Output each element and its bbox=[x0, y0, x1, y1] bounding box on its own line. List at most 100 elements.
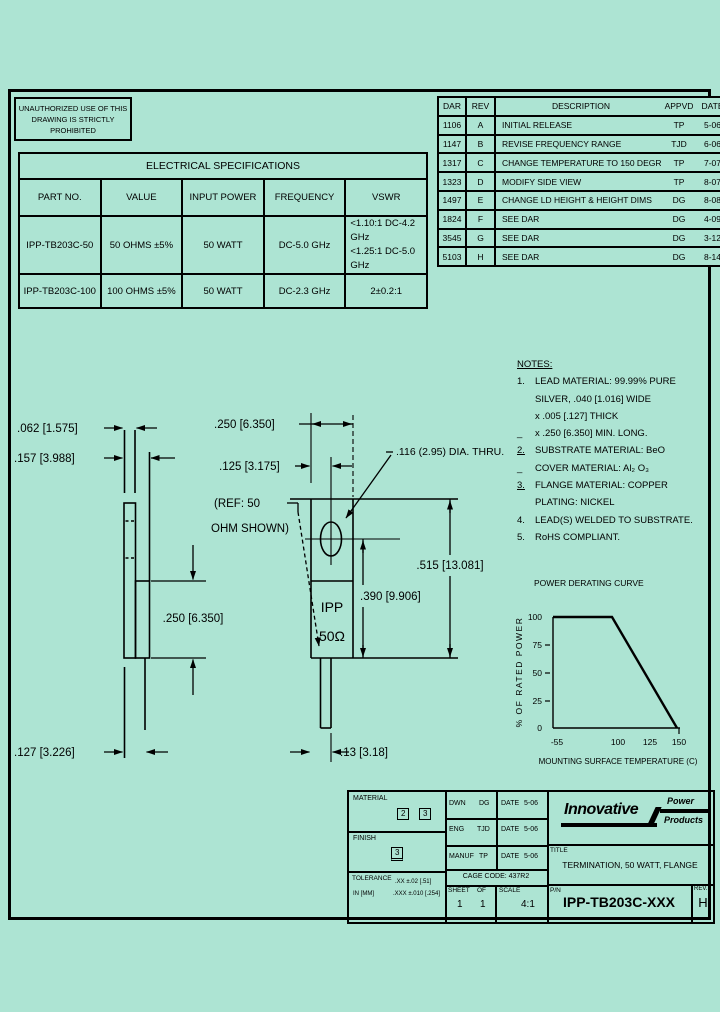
front-view bbox=[290, 413, 458, 762]
spec-col-freq: FREQUENCY bbox=[262, 178, 347, 217]
input-power: 50 WATT bbox=[181, 273, 265, 309]
tolerance-xx: .XX ±.02 [.51] bbox=[395, 879, 432, 885]
side-dimensions bbox=[104, 425, 206, 755]
chart-title: POWER DERATING CURVE bbox=[534, 578, 644, 588]
x-axis-label: MOUNTING SURFACE TEMPERATURE (C) bbox=[539, 757, 698, 766]
stamp-line2: DRAWING IS STRICTLY PROHIBITED bbox=[31, 114, 115, 135]
note-line: 1.LEAD MATERIAL: 99.99% PURE bbox=[517, 376, 676, 388]
logo-innovative: Innovative bbox=[564, 801, 639, 818]
dwn-label: DWN bbox=[449, 800, 466, 807]
sheet-total: 1 bbox=[480, 899, 486, 910]
notes-block: NOTES: 1.LEAD MATERIAL: 99.99% PURE SILV… bbox=[517, 356, 713, 546]
manuf-date: 5-06 bbox=[524, 853, 539, 860]
dim-lead-thickness: .062 [1.575] bbox=[17, 423, 78, 435]
material-label: MATERIAL bbox=[353, 795, 388, 802]
drawing-title: TERMINATION, 50 WATT, FLANGE bbox=[562, 860, 698, 870]
dim-hole-offset: .125 [3.175] bbox=[219, 461, 280, 473]
revision-table: DAR REV DESCRIPTION APPVD DATE 1106AINIT… bbox=[437, 96, 720, 268]
front-dimensions bbox=[287, 421, 453, 755]
rev-label: REV. bbox=[694, 886, 708, 892]
ref-leader bbox=[297, 511, 321, 647]
note-line: 2.SUBSTRATE MATERIAL: BeO bbox=[517, 445, 666, 457]
ytick-100: 100 bbox=[528, 612, 542, 622]
sheet-frame bbox=[8, 89, 711, 920]
body-brand-label: IPP bbox=[321, 599, 344, 615]
rev-header: DAR REV DESCRIPTION APPVD DATE bbox=[437, 96, 720, 117]
ref-note-line2: OHM SHOWN) bbox=[211, 523, 289, 535]
dim-lead-width: .13 [3.18] bbox=[340, 747, 388, 759]
derating-line bbox=[553, 615, 679, 729]
part-number-value: IPP-TB203C-XXX bbox=[562, 894, 676, 910]
note-line: 3.FLANGE MATERIAL: COPPER bbox=[517, 480, 668, 492]
spec-table-title: ELECTRICAL SPECIFICATIONS bbox=[18, 152, 428, 180]
value: 50 OHMS ±5% bbox=[99, 215, 184, 275]
logo-products: Products bbox=[664, 815, 704, 825]
vswr: <1.10:1 DC-4.2 GHz <1.25:1 DC-5.0 GHz bbox=[344, 215, 428, 275]
dwn-date: 5-06 bbox=[524, 800, 539, 807]
sheet-num: 1 bbox=[457, 899, 463, 910]
frequency: DC-5.0 GHz bbox=[262, 215, 347, 275]
xtick-150: 150 bbox=[672, 737, 686, 747]
title-label: TITLE bbox=[550, 847, 568, 854]
logo-bar2 bbox=[660, 809, 710, 813]
dwn-name: DG bbox=[479, 800, 490, 807]
spec-col-vswr: VSWR bbox=[344, 178, 428, 217]
spec-col-value: VALUE bbox=[99, 178, 184, 217]
note-line: _x .250 [6.350] MIN. LONG. bbox=[517, 428, 648, 440]
scale-value: 4:1 bbox=[521, 899, 535, 910]
eng-label: ENG bbox=[449, 826, 465, 833]
ref-note-line1: (REF: 50 bbox=[214, 498, 260, 510]
xtick-100: 100 bbox=[611, 737, 625, 747]
note-line: SILVER, .040 [1.016] WIDE bbox=[535, 393, 651, 405]
unauthorized-stamp: UNAUTHORIZED USE OF THIS DRAWING IS STRI… bbox=[14, 97, 132, 141]
logo-power: Power bbox=[667, 796, 695, 806]
notes-title: NOTES: bbox=[517, 359, 553, 370]
note-line: PLATING: NICKEL bbox=[535, 497, 615, 509]
dim-flange-length: .250 [6.350] bbox=[163, 613, 224, 625]
vswr: 2±0.2:1 bbox=[344, 273, 428, 309]
part-views: .062 [1.575] .157 [3.988] .250 [6.350] .… bbox=[14, 413, 504, 762]
input-power: 50 WATT bbox=[181, 215, 265, 275]
part-number: IPP-TB203C-100 bbox=[18, 273, 102, 309]
dim-body-width: .250 [6.350] bbox=[214, 419, 275, 431]
note-line: 5.RoHS COMPLIANT. bbox=[517, 531, 620, 543]
ytick-25: 25 bbox=[533, 696, 543, 706]
finish-label: FINISH bbox=[353, 835, 376, 842]
manuf-date-label: DATE bbox=[501, 853, 520, 860]
stamp-line1: UNAUTHORIZED USE OF THIS bbox=[18, 103, 128, 113]
pn-label: P/N bbox=[550, 887, 561, 894]
hole-leader bbox=[345, 454, 392, 519]
dwn-date-label: DATE bbox=[501, 800, 520, 807]
xtick-m55: -55 bbox=[551, 737, 564, 747]
eng-date: 5-06 bbox=[524, 826, 539, 833]
note-line: _COVER MATERIAL: Al₂ O₃ bbox=[517, 462, 650, 474]
dim-hole-dia: .116 (2.95) DIA. THRU. bbox=[396, 446, 504, 458]
tolerance-xxx: .XXX ±.010 [.254] bbox=[393, 891, 440, 897]
cage-code: CAGE CODE: 437R2 bbox=[462, 873, 530, 880]
tolerance-units: IN [MM] bbox=[353, 891, 374, 897]
dim-substrate-height: .390 [9.906] bbox=[360, 591, 421, 603]
ytick-0: 0 bbox=[537, 723, 542, 733]
logo-bar bbox=[561, 823, 657, 827]
rev-value: H bbox=[698, 895, 708, 910]
value: 100 OHMS ±5% bbox=[99, 273, 184, 309]
side-body bbox=[123, 502, 137, 659]
spec-row-50ohm: IPP-TB203C-50 50 OHMS ±5% 50 WATT DC-5.0… bbox=[18, 215, 428, 275]
dim-height: .515 [13.081] bbox=[416, 560, 483, 572]
ytick-50: 50 bbox=[533, 668, 543, 678]
note-line: 4.LEAD(S) WELDED TO SUBSTRATE. bbox=[517, 514, 693, 526]
dim-overall-thickness: .157 [3.988] bbox=[14, 453, 75, 465]
sheet-label: SHEET bbox=[448, 887, 470, 894]
spec-col-part: PART NO. bbox=[18, 178, 102, 217]
body-ohms-label: 50Ω bbox=[319, 628, 345, 644]
note-line: x .005 [.127] THICK bbox=[535, 410, 619, 422]
title-block: MATERIAL 2 3 FINISH 3 TOLERANCE .XX ±.02… bbox=[347, 790, 715, 924]
manuf-name: TP bbox=[479, 853, 488, 860]
